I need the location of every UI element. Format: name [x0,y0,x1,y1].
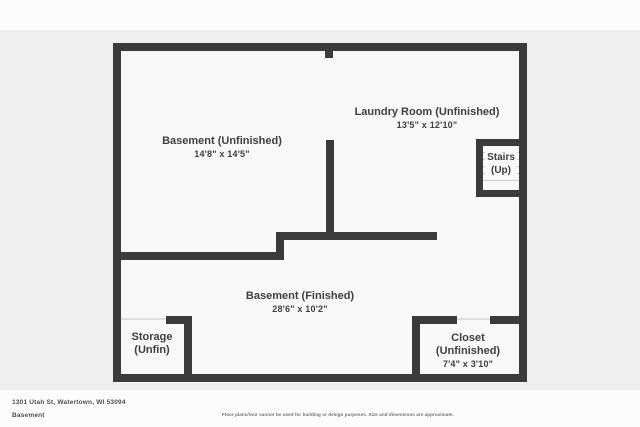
room-name: Laundry Room (Unfinished) [354,106,500,118]
wall-closet-left [412,316,420,374]
wall-stairs-top [476,139,519,146]
wall-horizontal-upper [276,232,437,240]
wall-divider-vertical [326,140,334,240]
room-name-line2: (Up) [490,165,511,176]
wall-storage-top [166,316,192,324]
wall-storage-right [184,316,192,374]
room-label-closet: Closet (Unfinished) 7'4" x 3'10" [436,332,500,370]
room-dimensions: 28'6" x 10'2" [272,304,328,314]
room-label-laundry-room: Laundry Room (Unfinished) 13'5" x 12'10" [355,106,500,131]
room-dimensions: 14'8" x 14'5" [194,149,250,159]
property-address: 1301 Utah St, Watertown, WI 53094 [12,399,126,406]
stair-tread-line [483,180,519,181]
room-name: Basement (Finished) [245,290,355,302]
room-name: Storage [131,331,173,343]
wall-step-connector [276,240,284,260]
room-label-basement-unfinished: Basement (Unfinished) 14'8" x 14'5" [162,135,282,160]
room-name: Stairs [487,152,515,163]
wall-stairs-left [476,139,483,197]
room-dimensions: 13'5" x 12'10" [396,120,458,130]
room-label-storage: Storage (Unfin) [132,331,173,357]
disclaimer-text: Floor plans/tour cannot be used for buil… [222,412,454,417]
room-name: Basement (Unfinished) [162,135,282,147]
room-name: Closet [451,332,485,344]
room-name-line2: (Unfinished) [435,345,501,357]
wall-closet-top-right [490,316,519,324]
outer-walls [113,43,527,382]
wall-stub-top [325,51,333,58]
floor-level-label: Basement [12,412,45,419]
storage-door-opening [121,318,166,320]
room-name-line2: (Unfin) [134,344,170,356]
room-label-basement-finished: Basement (Finished) 28'6" x 10'2" [246,290,354,315]
closet-door-opening [457,318,490,320]
wall-horizontal-lower [121,252,284,260]
wall-closet-top-left [412,316,457,324]
wall-stairs-bottom [476,190,519,197]
room-label-stairs: Stairs (Up) [485,151,517,177]
room-dimensions: 7'4" x 3'10" [442,359,494,369]
